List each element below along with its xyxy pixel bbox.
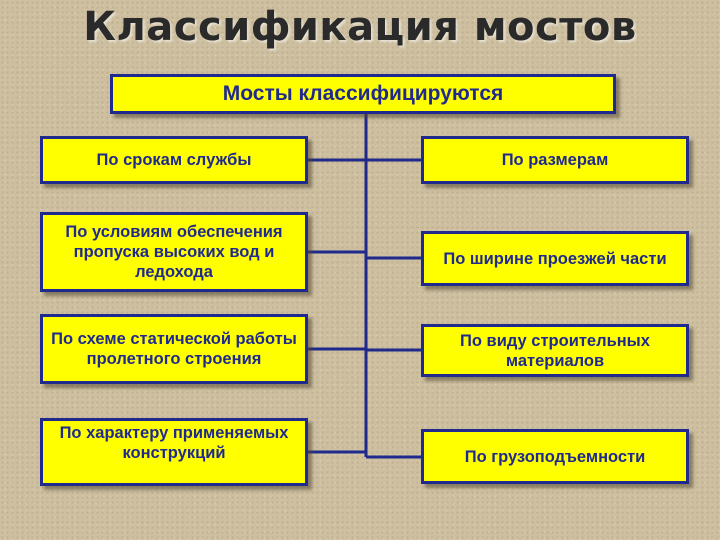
category-label: По грузоподъемности [464,447,646,466]
page-title: Классификация мостов [83,4,637,50]
category-roadway-width: По ширине проезжей части [421,231,689,286]
category-label: По размерам [501,151,609,169]
category-label: По условиям обеспечения пропуска высоких… [65,223,283,281]
category-service-life: По срокам службы [40,136,308,184]
category-construction-type: По характеру применяемых конструкций [40,418,308,486]
category-static-scheme: По схеме статической работы пролетного с… [40,314,308,384]
category-label: По характеру применяемых конструкций [59,424,289,462]
root-node: Мосты классифицируются [110,74,616,114]
category-label: По срокам службы [96,151,252,169]
category-building-materials: По виду строительных материалов [421,324,689,377]
category-flood-ice-passage: По условиям обеспечения пропуска высоких… [40,212,308,292]
category-load-capacity: По грузоподъемности [421,429,689,484]
category-label: По ширине проезжей части [443,249,667,268]
category-size: По размерам [421,136,689,184]
category-label: По схеме статической работы пролетного с… [51,330,297,368]
category-label: По виду строительных материалов [460,331,650,370]
root-node-label: Мосты классифицируются [222,82,504,105]
